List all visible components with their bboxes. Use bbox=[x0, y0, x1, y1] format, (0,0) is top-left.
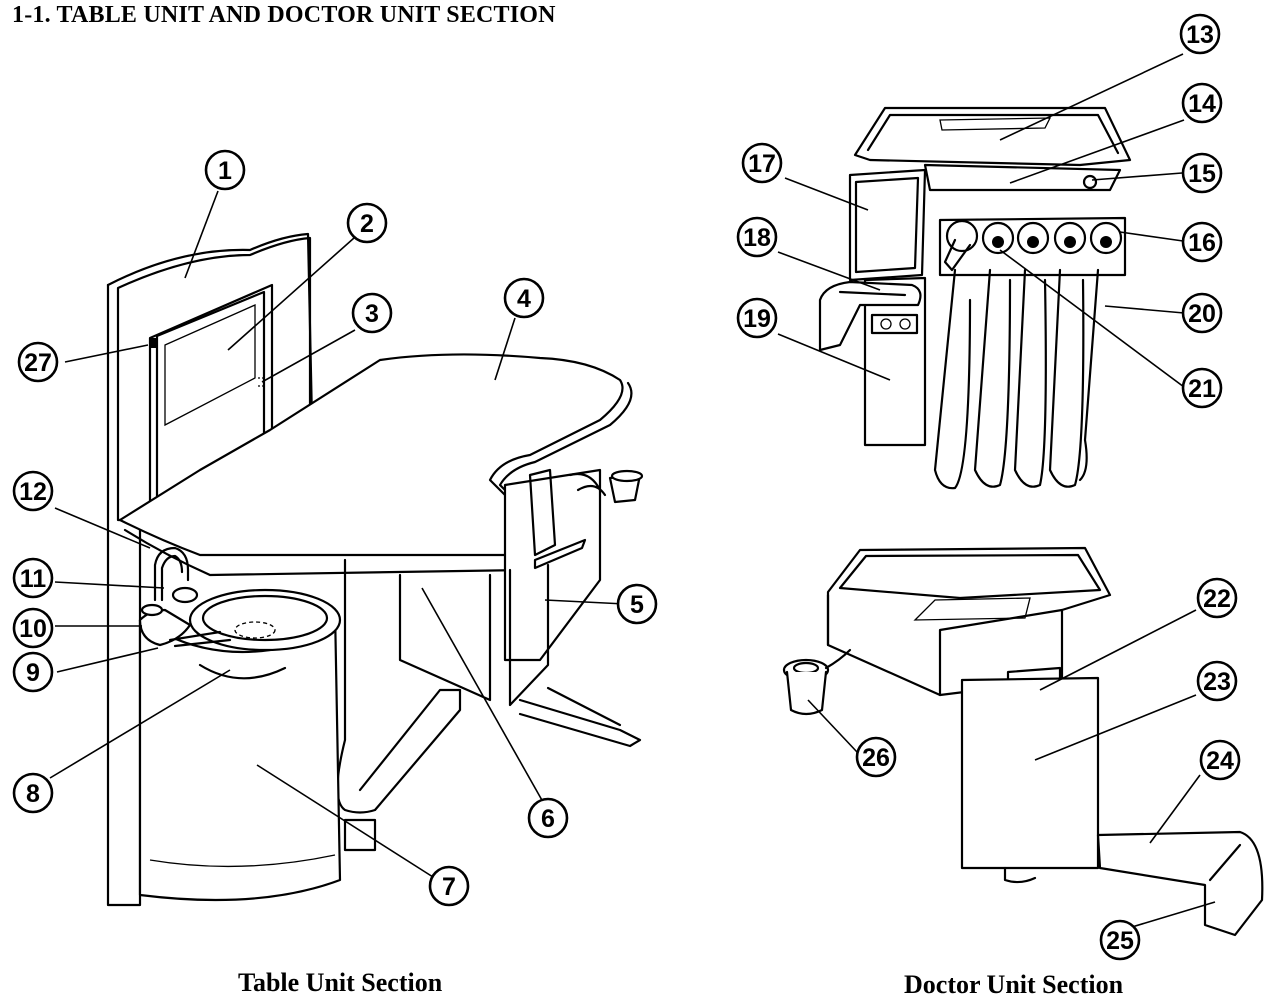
callout-circle bbox=[12, 557, 54, 599]
callout-11: 11 bbox=[12, 557, 54, 599]
callout-circle bbox=[1181, 292, 1223, 334]
callout-2: 2 bbox=[346, 202, 388, 244]
callout-circle bbox=[1196, 577, 1238, 619]
callout-14: 14 bbox=[1181, 82, 1223, 124]
callout-number: 23 bbox=[1203, 668, 1231, 696]
callout-number: 22 bbox=[1203, 585, 1231, 613]
doctor-unit-bottom-drawing bbox=[782, 546, 1264, 937]
callout-number: 1 bbox=[218, 157, 232, 185]
callout-circle bbox=[1196, 660, 1238, 702]
callout-circle bbox=[616, 583, 658, 625]
callout-15: 15 bbox=[1181, 152, 1223, 194]
callout-circle bbox=[503, 277, 545, 319]
callout-circle bbox=[1199, 739, 1241, 781]
callout-number: 21 bbox=[1188, 375, 1216, 403]
callout-21: 21 bbox=[1181, 367, 1223, 409]
callout-number: 5 bbox=[630, 591, 644, 619]
callout-3: 3 bbox=[351, 292, 393, 334]
callout-10: 10 bbox=[12, 607, 54, 649]
doctor-unit-top-drawing bbox=[818, 106, 1132, 490]
callout-circle bbox=[527, 797, 569, 839]
callout-7: 7 bbox=[428, 865, 470, 907]
callout-8: 8 bbox=[12, 772, 54, 814]
callout-number: 16 bbox=[1188, 229, 1216, 257]
callout-12: 12 bbox=[12, 470, 54, 512]
callout-circle bbox=[736, 297, 778, 339]
callout-6: 6 bbox=[527, 797, 569, 839]
callout-circle bbox=[12, 470, 54, 512]
callout-circle bbox=[428, 865, 470, 907]
callout-number: 15 bbox=[1188, 160, 1216, 188]
callout-17: 17 bbox=[741, 142, 783, 184]
callout-circle bbox=[736, 216, 778, 258]
callout-number: 27 bbox=[24, 349, 52, 377]
callout-20: 20 bbox=[1181, 292, 1223, 334]
callout-4: 4 bbox=[503, 277, 545, 319]
callout-19: 19 bbox=[736, 297, 778, 339]
callout-number: 19 bbox=[743, 305, 771, 333]
callout-26: 26 bbox=[855, 736, 897, 778]
leader-lines bbox=[49, 53, 1216, 931]
callout-circle bbox=[204, 149, 246, 191]
callout-5: 5 bbox=[616, 583, 658, 625]
table-unit-drawing bbox=[106, 232, 644, 907]
callout-circle bbox=[741, 142, 783, 184]
callout-circle bbox=[1181, 82, 1223, 124]
callout-circle bbox=[12, 607, 54, 649]
callout-number: 20 bbox=[1188, 300, 1216, 328]
callout-circle bbox=[1181, 152, 1223, 194]
callout-circle bbox=[346, 202, 388, 244]
page-title: 1-1. TABLE UNIT AND DOCTOR UNIT SECTION bbox=[12, 2, 556, 28]
callout-circle bbox=[12, 772, 54, 814]
callout-number: 10 bbox=[19, 615, 47, 643]
callout-circle bbox=[17, 341, 59, 383]
callout-circle bbox=[1179, 13, 1221, 55]
callout-number: 8 bbox=[26, 780, 40, 808]
callout-number: 17 bbox=[748, 150, 776, 178]
callout-number: 11 bbox=[20, 565, 47, 593]
callout-16: 16 bbox=[1181, 221, 1223, 263]
callout-circle bbox=[1181, 367, 1223, 409]
callout-23: 23 bbox=[1196, 660, 1238, 702]
callout-9: 9 bbox=[12, 651, 54, 693]
callout-number: 7 bbox=[442, 873, 456, 901]
doctor-unit-caption: Doctor Unit Section bbox=[904, 970, 1124, 999]
callout-number: 13 bbox=[1186, 21, 1214, 49]
callout-number: 26 bbox=[862, 744, 890, 772]
callout-22: 22 bbox=[1196, 577, 1238, 619]
callout-number: 25 bbox=[1106, 927, 1134, 955]
callout-circle bbox=[855, 736, 897, 778]
callout-24: 24 bbox=[1199, 739, 1241, 781]
callout-number: 2 bbox=[360, 210, 374, 238]
table-unit-caption: Table Unit Section bbox=[238, 968, 443, 997]
callout-number: 6 bbox=[541, 805, 555, 833]
callout-13: 13 bbox=[1179, 13, 1221, 55]
callout-1: 1 bbox=[204, 149, 246, 191]
callout-number: 12 bbox=[19, 478, 47, 506]
callout-number: 4 bbox=[517, 285, 531, 313]
callout-27: 27 bbox=[17, 341, 59, 383]
callout-circle bbox=[1099, 919, 1141, 961]
callout-18: 18 bbox=[736, 216, 778, 258]
callout-circle bbox=[12, 651, 54, 693]
callout-number: 3 bbox=[365, 300, 379, 328]
callout-25: 25 bbox=[1099, 919, 1141, 961]
callout-circle bbox=[1181, 221, 1223, 263]
callout-number: 18 bbox=[743, 224, 771, 252]
callout-circle bbox=[351, 292, 393, 334]
callout-number: 14 bbox=[1188, 90, 1216, 118]
callout-number: 9 bbox=[26, 659, 40, 687]
callout-number: 24 bbox=[1206, 747, 1234, 775]
